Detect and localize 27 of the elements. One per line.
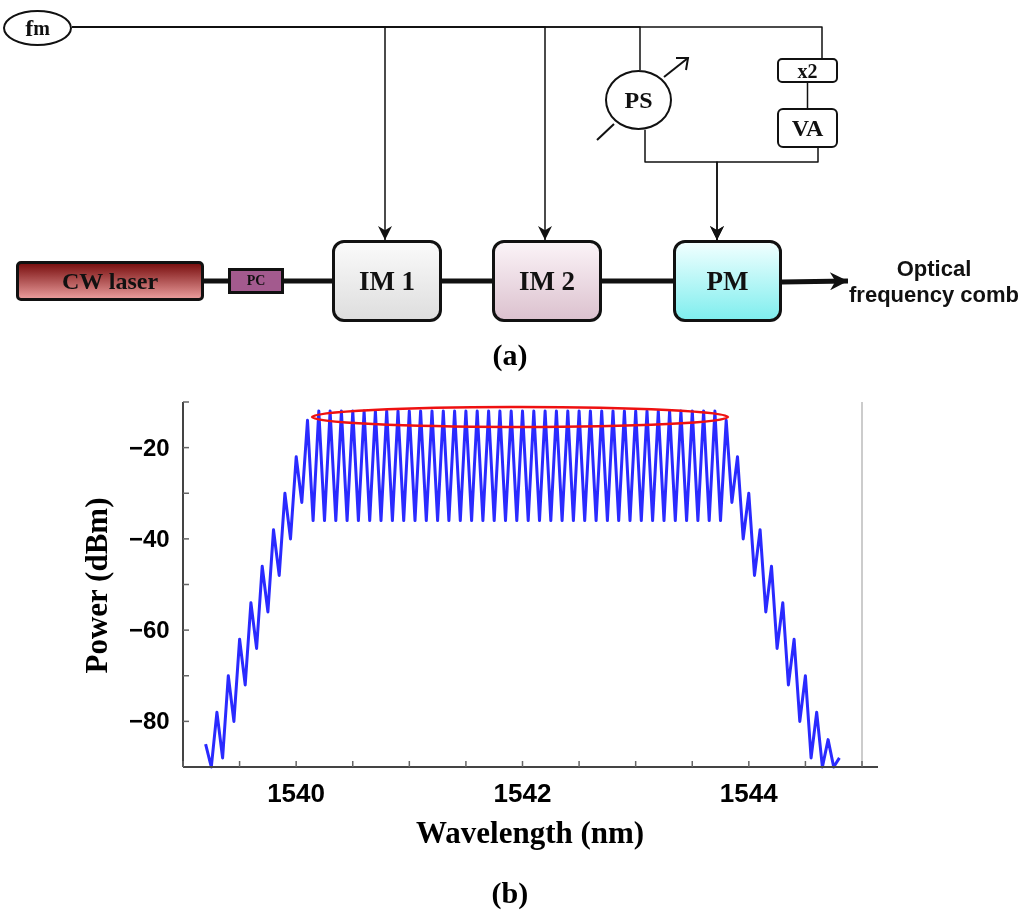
output-label: Optical frequency comb — [848, 246, 1020, 318]
arrow — [781, 272, 849, 291]
phase-shifter-circle: PS — [605, 70, 672, 130]
connector-line — [806, 82, 809, 109]
modulator-box: PM — [673, 240, 782, 322]
connector-line — [284, 278, 332, 284]
axis-title: Power (dBm) — [81, 497, 113, 673]
tick-label: −60 — [129, 618, 170, 643]
attenuator-box: VA — [777, 108, 838, 148]
modulator-box: IM 2 — [492, 240, 602, 322]
axis-title: Wavelength (nm) — [416, 816, 645, 848]
modulator-box: IM 1 — [332, 240, 442, 322]
laser-box: CW laser — [16, 261, 204, 301]
frequency-doubler-box: x2 — [777, 58, 838, 83]
connector-line — [204, 278, 228, 284]
tick-label: 1540 — [267, 780, 325, 806]
tick-label: 1542 — [493, 780, 552, 806]
tick-label: −20 — [129, 435, 170, 460]
panel-label: (b) — [491, 878, 529, 908]
arrow — [710, 147, 819, 241]
tick-label: −80 — [129, 709, 170, 734]
connector-line — [602, 278, 673, 284]
polarization-controller-box: PC — [228, 268, 284, 294]
tick-label: 1544 — [719, 780, 778, 806]
panel-label: (a) — [492, 340, 528, 370]
tick-label: −40 — [129, 526, 170, 551]
connector-line — [442, 278, 492, 284]
